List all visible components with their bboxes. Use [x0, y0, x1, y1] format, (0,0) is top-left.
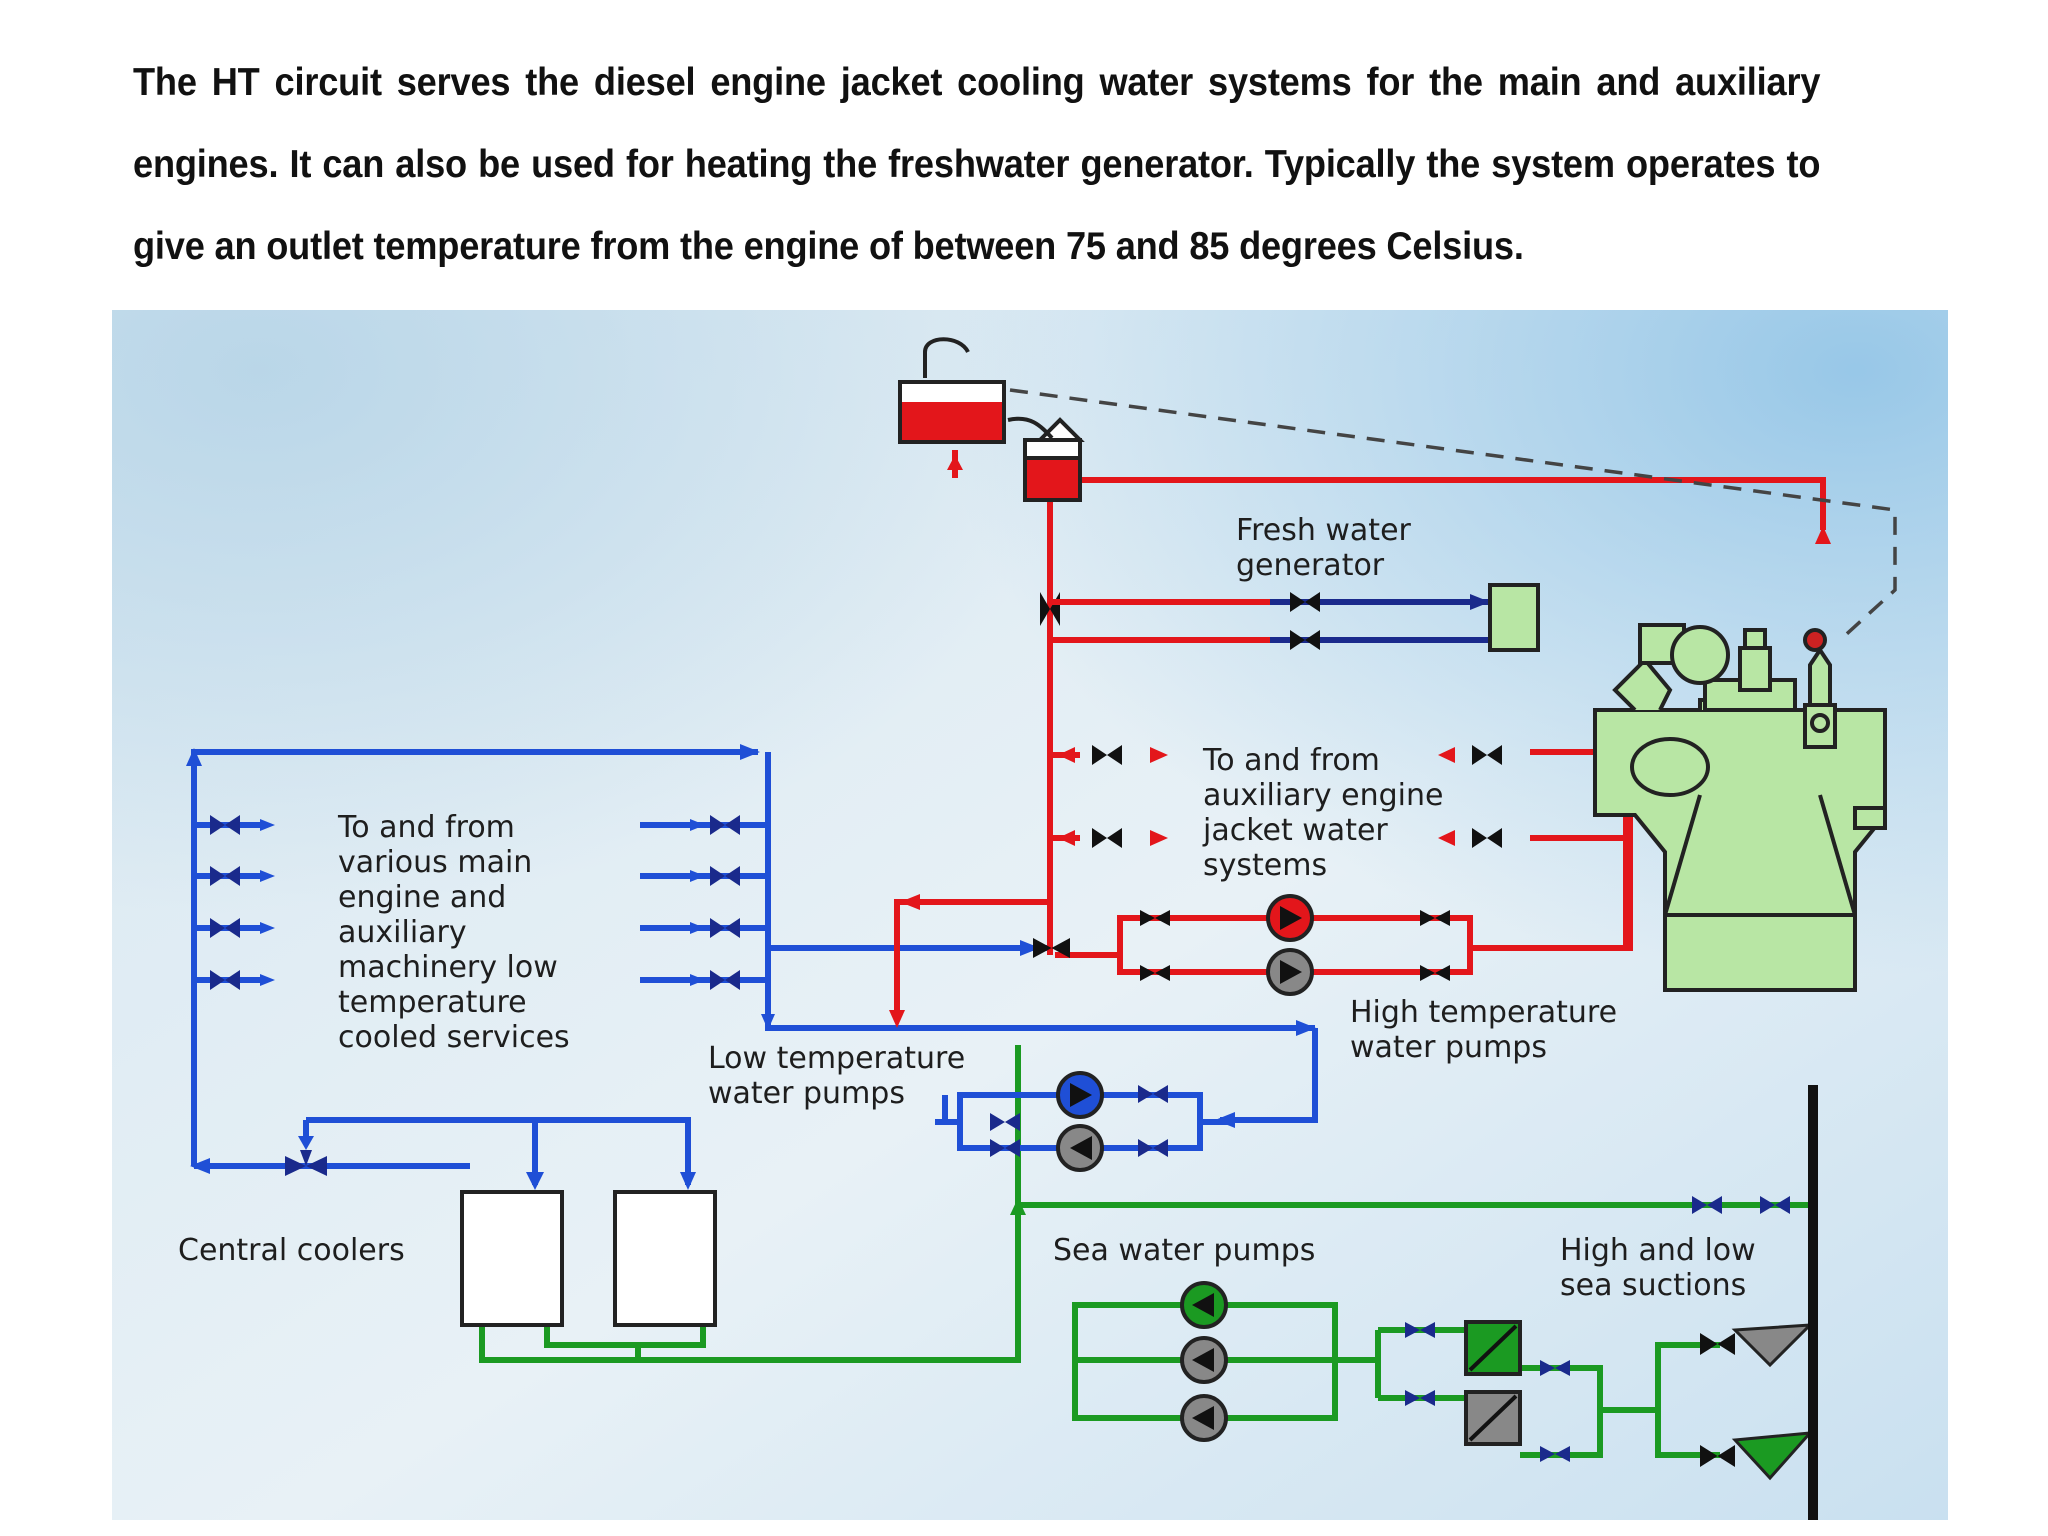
label-sea-water-pumps: Sea water pumps: [1053, 1233, 1315, 1268]
sea-water-pump-3: [1180, 1394, 1228, 1442]
lt-pump-2: [1056, 1124, 1104, 1172]
arrow-right-icon: [1150, 747, 1168, 763]
valve-icon: [1140, 910, 1170, 926]
valve-icon: [1092, 828, 1122, 848]
arrow-down-icon: [298, 1136, 314, 1150]
arrow-down-icon: [526, 1172, 544, 1190]
ht-pump-1: [1266, 894, 1314, 942]
valve-icon: [710, 866, 740, 886]
arrow-left-icon: [1058, 830, 1075, 846]
valve-icon: [1290, 592, 1320, 612]
arrow-left-icon: [1438, 830, 1455, 846]
valve-icon: [210, 918, 240, 938]
valve-icon: [1092, 745, 1122, 765]
valve-icon: [990, 1113, 1020, 1131]
three-way-valve-icon: [285, 1150, 327, 1176]
valve-icon: [1472, 745, 1502, 765]
arrow-left-icon: [1438, 747, 1455, 763]
deaerator: [1007, 416, 1085, 502]
central-cooler-1: [460, 1190, 564, 1327]
arrow-down-icon: [889, 1010, 905, 1028]
arrow-down-icon: [680, 1172, 696, 1190]
sea-water-pump-2: [1180, 1336, 1228, 1384]
arrow-right-icon: [740, 744, 760, 760]
valve-icon: [990, 1139, 1020, 1157]
arrow-right-icon: [690, 819, 705, 831]
label-aux-engine-jacket: To and from auxiliary engine jacket wate…: [1202, 743, 1453, 883]
arrow-right-icon: [690, 974, 705, 986]
valve-icon: [210, 970, 240, 990]
valve-icon: [210, 815, 240, 835]
strainer-1: [1464, 1320, 1522, 1376]
arrow-left-icon: [1215, 1112, 1235, 1128]
valve-icon: [1420, 965, 1450, 981]
sea-suction-valve-low: [1700, 1431, 1814, 1481]
arrow-right-icon: [260, 974, 275, 986]
dashed-vent-line: [1009, 388, 1897, 642]
label-ht-pumps: High temperature water pumps: [1350, 995, 1627, 1065]
valve-icon: [1138, 1139, 1168, 1157]
arrow-right-icon: [690, 870, 705, 882]
sea-water-pump-1: [1180, 1281, 1228, 1329]
fresh-water-generator: [1488, 583, 1540, 652]
cooling-system-diagram: Fresh water generator To and from auxili…: [112, 310, 1948, 1520]
valve-icon: [1290, 630, 1320, 650]
label-fresh-water-generator: Fresh water generator: [1236, 513, 1420, 583]
valve-icon: [1760, 1196, 1790, 1214]
valve-icon: [710, 970, 740, 990]
central-cooler-2: [613, 1190, 717, 1327]
arrow-right-icon: [260, 870, 275, 882]
arrow-right-icon: [260, 819, 275, 831]
arrow-down-icon: [761, 1014, 775, 1030]
valve-icon: [1405, 1322, 1435, 1338]
arrow-left-icon: [900, 894, 920, 910]
valve-icon: [710, 815, 740, 835]
strainer-2: [1464, 1390, 1522, 1446]
valve-icon: [1540, 1446, 1570, 1462]
arrow-left-icon: [190, 1158, 210, 1174]
arrow-right-icon: [690, 922, 705, 934]
three-way-valve-icon: [1033, 938, 1070, 958]
valve-icon: [710, 918, 740, 938]
valve-icon: [1420, 910, 1450, 926]
ht-pump-2: [1266, 948, 1314, 996]
sea-suction-valve-high: [1700, 1323, 1814, 1368]
valve-icon: [210, 866, 240, 886]
label-central-coolers: Central coolers: [178, 1233, 405, 1268]
valve-icon: [1540, 1360, 1570, 1376]
arrow-up-icon: [1010, 1198, 1026, 1215]
arrow-left-icon: [1058, 747, 1075, 763]
valve-icon: [1405, 1390, 1435, 1406]
arrow-right-icon: [260, 922, 275, 934]
label-sea-suctions: High and low sea suctions: [1560, 1233, 1765, 1303]
main-engine: [1593, 623, 1887, 992]
label-lt-services: To and from various main engine and auxi…: [337, 810, 570, 1055]
valve-icon: [1138, 1085, 1168, 1103]
ship-hull-side: [1808, 1085, 1818, 1520]
intro-paragraph: The HT circuit serves the diesel engine …: [133, 61, 1821, 268]
arrow-right-icon: [1470, 594, 1490, 610]
valve-icon: [1692, 1196, 1722, 1214]
arrow-up-icon: [1815, 526, 1831, 544]
lt-pump-1: [1056, 1071, 1104, 1119]
arrow-right-icon: [1296, 1020, 1316, 1036]
valve-icon: [1140, 965, 1170, 981]
arrow-up-icon: [186, 748, 202, 766]
arrow-up-icon: [947, 455, 963, 470]
arrow-right-icon: [1020, 940, 1040, 956]
arrow-right-icon: [1150, 830, 1168, 846]
label-lt-pumps: Low temperature water pumps: [708, 1041, 975, 1111]
valve-icon: [1472, 828, 1502, 848]
expansion-tank: [898, 337, 1006, 444]
